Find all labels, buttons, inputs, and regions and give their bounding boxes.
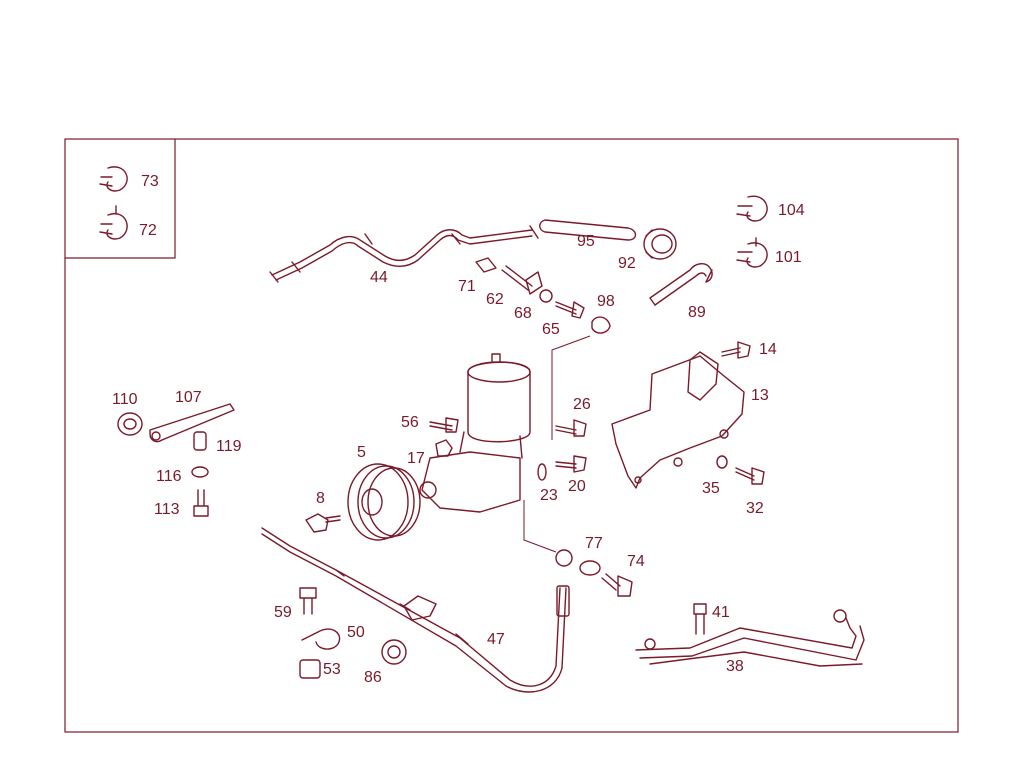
washer-116-icon bbox=[191, 466, 209, 478]
callout-41: 41 bbox=[712, 604, 730, 621]
callout-47: 47 bbox=[487, 631, 505, 648]
bolt-41-icon bbox=[693, 603, 707, 635]
callout-92: 92 bbox=[618, 255, 636, 272]
callout-110: 110 bbox=[112, 391, 138, 408]
bolt-74-icon bbox=[601, 573, 633, 597]
callout-113: 113 bbox=[154, 501, 180, 518]
callout-5: 5 bbox=[357, 444, 366, 461]
cooler-line-38-icon bbox=[635, 609, 865, 667]
bolt-32-icon bbox=[735, 467, 765, 485]
callout-59: 59 bbox=[274, 604, 292, 621]
washer-35-icon bbox=[716, 455, 728, 469]
bracket-107-icon bbox=[149, 403, 235, 443]
callout-35: 35 bbox=[702, 480, 720, 497]
grommet-110-icon bbox=[117, 412, 143, 436]
washer-68-icon bbox=[539, 289, 553, 303]
washer-23-icon bbox=[537, 463, 547, 481]
callout-53: 53 bbox=[323, 661, 341, 678]
callout-101: 101 bbox=[775, 249, 802, 266]
callout-72: 72 bbox=[139, 222, 157, 239]
power-steering-pump-icon bbox=[419, 353, 531, 513]
callout-20: 20 bbox=[568, 478, 586, 495]
sleeve-71-icon bbox=[475, 257, 497, 273]
callout-86: 86 bbox=[364, 669, 382, 686]
pulley-5-icon bbox=[347, 463, 421, 541]
callout-26: 26 bbox=[573, 396, 591, 413]
clamp-strip-icon bbox=[403, 595, 437, 621]
callout-8: 8 bbox=[316, 490, 325, 507]
spacer-119-icon bbox=[193, 431, 207, 451]
bolt-113-icon bbox=[193, 489, 209, 517]
outer-frame bbox=[64, 138, 959, 733]
callout-23: 23 bbox=[540, 487, 558, 504]
callout-62: 62 bbox=[486, 291, 504, 308]
callout-71: 71 bbox=[458, 278, 476, 295]
fitting-62-icon bbox=[501, 265, 543, 295]
bolt-8-icon bbox=[305, 513, 341, 533]
callout-56: 56 bbox=[401, 414, 419, 431]
callout-32: 32 bbox=[746, 500, 764, 517]
bolt-59-icon bbox=[299, 587, 317, 615]
bolt-56-icon bbox=[429, 417, 459, 433]
grommet-86-icon bbox=[381, 639, 407, 665]
callout-labels: 73 72 44 95 92 104 101 71 62 68 65 98 89… bbox=[112, 173, 805, 686]
banjo-98-icon bbox=[551, 316, 611, 440]
callout-104: 104 bbox=[778, 202, 805, 219]
bolt-14-icon bbox=[721, 341, 751, 359]
callout-77: 77 bbox=[585, 535, 603, 552]
bolt-26-icon bbox=[555, 419, 587, 437]
callout-74: 74 bbox=[627, 553, 645, 570]
bolt-20-icon bbox=[555, 455, 587, 473]
callout-14: 14 bbox=[759, 341, 777, 358]
callout-119: 119 bbox=[216, 438, 242, 455]
callout-50: 50 bbox=[347, 624, 365, 641]
callout-17: 17 bbox=[407, 450, 425, 467]
sleeve-53-icon bbox=[299, 659, 321, 679]
callout-73: 73 bbox=[141, 173, 159, 190]
bolt-65-icon bbox=[555, 301, 585, 319]
callout-65: 65 bbox=[542, 321, 560, 338]
callout-13: 13 bbox=[751, 387, 769, 404]
callout-44: 44 bbox=[370, 269, 388, 286]
washer-77-icon bbox=[579, 560, 601, 576]
callout-95: 95 bbox=[577, 233, 595, 250]
hose-95-icon bbox=[539, 219, 637, 241]
clamp-104-icon bbox=[736, 195, 768, 222]
clamp-101-icon bbox=[736, 237, 768, 268]
callout-89: 89 bbox=[688, 304, 706, 321]
callout-107: 107 bbox=[175, 389, 202, 406]
nut-17-icon bbox=[435, 439, 453, 457]
cap-92-icon bbox=[643, 228, 677, 260]
return-pipe-44-icon bbox=[269, 225, 539, 283]
clip-73-icon bbox=[99, 166, 128, 192]
bracket-13-icon bbox=[611, 351, 745, 489]
pressure-line-47-icon bbox=[261, 500, 573, 693]
clamp-50-icon bbox=[301, 628, 341, 650]
callout-116: 116 bbox=[156, 468, 182, 485]
callout-98: 98 bbox=[597, 293, 615, 310]
callout-68: 68 bbox=[514, 305, 532, 322]
callout-38: 38 bbox=[726, 658, 744, 675]
hose-89-icon bbox=[649, 263, 713, 306]
clip-72-icon bbox=[99, 205, 128, 240]
inset-frame bbox=[65, 139, 176, 259]
